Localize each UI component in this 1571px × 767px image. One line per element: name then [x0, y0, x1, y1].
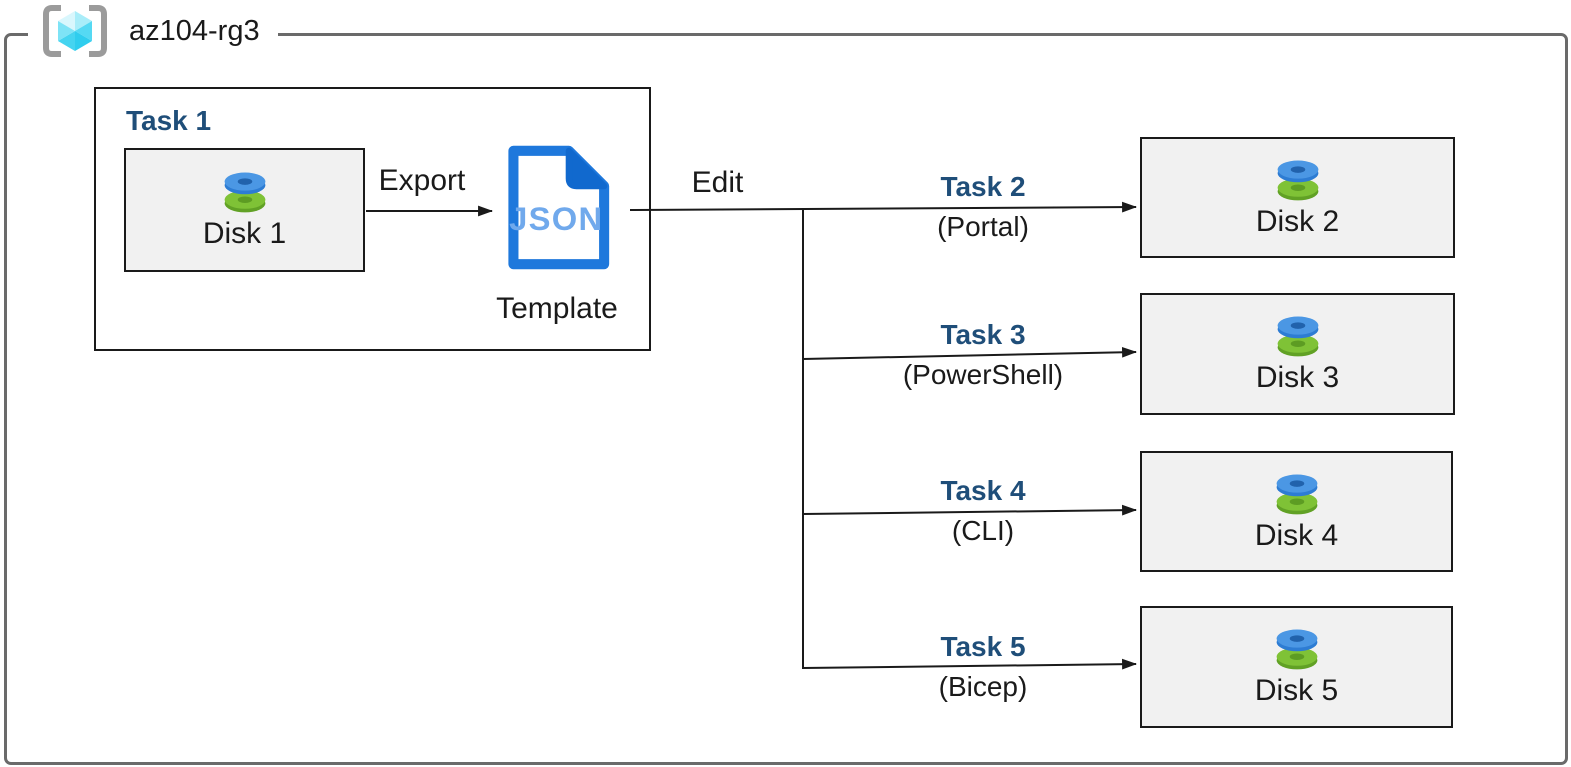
task2-title: Task 2: [940, 171, 1026, 202]
json-template-icon: JSON: [508, 145, 610, 270]
resource-group-border: [4, 33, 1568, 765]
disk5-box: Disk 5: [1140, 606, 1453, 728]
resource-group-icon: [43, 5, 107, 57]
disk-label: Disk 3: [1255, 361, 1340, 394]
disk-label: Disk 4: [1254, 518, 1339, 552]
task5-label-group: Task 5 (Bicep): [818, 630, 1148, 704]
edit-label: Edit: [691, 166, 744, 199]
task2-label-group: Task 2 (Portal): [818, 170, 1148, 244]
disk2-box: Disk 2: [1140, 137, 1455, 258]
export-label: Export: [378, 164, 466, 197]
disk4-box: Disk 4: [1140, 451, 1453, 572]
resource-group-name: az104-rg3: [129, 14, 260, 47]
disk-icon: [224, 172, 265, 213]
disk-icon: [1276, 474, 1317, 514]
resource-group-header: az104-rg3: [28, 0, 278, 62]
disk-label: Disk 5: [1254, 674, 1339, 707]
disk-label: Disk 1: [202, 217, 287, 250]
task3-method: (PowerShell): [902, 359, 1064, 390]
disk-icon: [1277, 316, 1318, 357]
disk-label: Disk 2: [1255, 204, 1340, 238]
task4-label-group: Task 4 (CLI): [818, 474, 1148, 548]
task5-method: (Bicep): [938, 671, 1028, 702]
task4-title: Task 4: [940, 475, 1026, 506]
task3-label-group: Task 3 (PowerShell): [818, 318, 1148, 392]
task3-title: Task 3: [940, 319, 1026, 350]
task2-method: (Portal): [937, 211, 1029, 242]
disk-icon: [1277, 160, 1318, 200]
task4-method: (CLI): [951, 515, 1015, 546]
disk1-box: Disk 1: [124, 148, 365, 272]
disk3-box: Disk 3: [1140, 293, 1455, 415]
template-label: Template: [496, 292, 618, 325]
json-file-type-text: JSON: [509, 200, 603, 237]
task5-title: Task 5: [940, 631, 1026, 662]
task1-title: Task 1: [126, 105, 212, 136]
disk-icon: [1276, 629, 1317, 670]
